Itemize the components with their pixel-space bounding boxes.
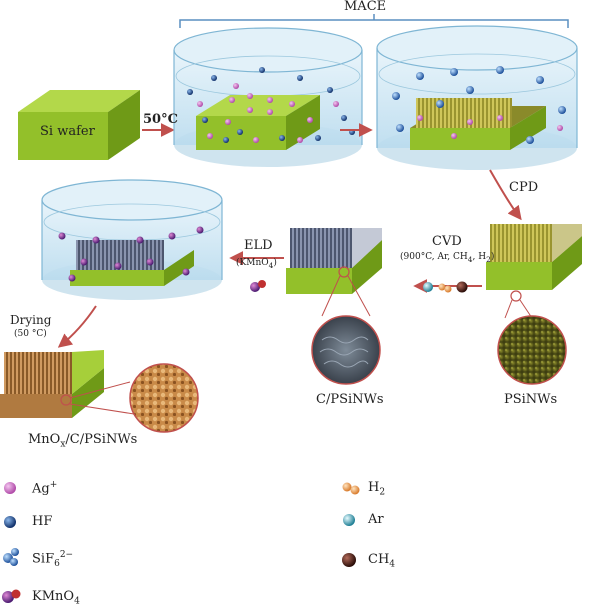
kmno4-reagent-icon [250, 280, 266, 292]
kmno4-particle [137, 237, 144, 244]
hf-particle [315, 135, 321, 141]
mnox-zoom [130, 364, 198, 432]
ag-particle [307, 117, 313, 123]
sif6-particle [496, 66, 504, 74]
kmno4-particle [183, 269, 190, 276]
psinws-label: PSiNWs [504, 392, 557, 407]
legend-sif6: SiF62− [32, 550, 73, 569]
ag-particle [451, 133, 457, 139]
hf-particle [187, 89, 193, 95]
cpd-label: CPD [509, 180, 538, 195]
legend-ar: Ar [368, 512, 384, 527]
ag-particle [267, 109, 273, 115]
cvd-gas-icons [423, 282, 468, 293]
ag-particle [267, 97, 273, 103]
kmno4-particle [197, 227, 204, 234]
ag-particle [247, 107, 253, 113]
legend-ch4: CH4 [368, 552, 395, 570]
sif6-particle [392, 92, 400, 100]
ag-particle [253, 137, 259, 143]
cvd-label: CVD [432, 234, 462, 249]
beaker-1 [174, 28, 362, 167]
ag-particle [197, 101, 203, 107]
temp-label: 50°C [143, 112, 178, 127]
sif6-particle [558, 106, 566, 114]
ag-particle [229, 97, 235, 103]
ag-particle [225, 119, 231, 125]
legend-kmno4: KMnO4 [32, 589, 80, 607]
kmno4-particle [81, 259, 88, 266]
ag-icon [4, 482, 16, 494]
sif6-particle [536, 76, 544, 84]
hf-icon [4, 516, 16, 528]
ch4-icon [342, 553, 356, 567]
psinws-zoom [498, 316, 566, 384]
arrow-drying [60, 306, 96, 346]
ar-icon [343, 514, 355, 526]
cvd-conditions: (900°C, Ar, CH4, H2) [400, 252, 494, 264]
ag-particle [417, 115, 423, 121]
sif6-particle [466, 86, 474, 94]
mace-label: MACE [344, 0, 386, 14]
hf-particle [211, 75, 217, 81]
sif6-particle [450, 68, 458, 76]
kmno4-icon [2, 590, 21, 604]
ag-particle [467, 119, 473, 125]
sif6-particle [396, 124, 404, 132]
mace-bracket [180, 14, 568, 28]
eld-label: ELD [244, 238, 273, 253]
ag-particle [557, 125, 563, 131]
ag-particle [333, 101, 339, 107]
sif6-icon [3, 548, 19, 566]
kmno4-particle [147, 259, 154, 266]
c-psinws-block [286, 228, 382, 384]
c-psinws-label: C/PSiNWs [316, 392, 384, 407]
hf-particle [223, 137, 229, 143]
legend-ag: Ag+ [32, 480, 57, 496]
beaker-2 [377, 26, 577, 170]
hf-particle [341, 115, 347, 121]
legend-hf: HF [32, 514, 52, 529]
sif6-particle [416, 72, 424, 80]
hf-particle [279, 135, 285, 141]
hf-particle [202, 117, 208, 123]
kmno4-particle [69, 275, 76, 282]
ag-particle [289, 101, 295, 107]
mnox-label: MnOx/C/PSiNWs [28, 432, 137, 450]
kmno4-particle [59, 233, 66, 240]
kmno4-particle [93, 237, 100, 244]
kmno4-particle [169, 233, 176, 240]
ag-particle [207, 133, 213, 139]
ag-particle [297, 137, 303, 143]
psinws-block [486, 224, 582, 384]
sif6-particle [526, 136, 534, 144]
drying-label: Drying [10, 313, 51, 327]
legend-h2: H2 [368, 480, 385, 498]
hf-particle [297, 75, 303, 81]
drying-temp: (50 °C) [14, 329, 47, 339]
h2-icon [343, 483, 360, 495]
eld-reagent: (KMnO4) [236, 258, 277, 270]
kmno4-particle [115, 263, 122, 270]
sif6-particle [436, 100, 444, 108]
mnox-block [0, 350, 198, 432]
beaker-3 [42, 180, 222, 300]
ag-particle [247, 93, 253, 99]
legend-icons [2, 482, 360, 603]
ag-particle [233, 83, 239, 89]
si-wafer-label: Si wafer [40, 124, 95, 139]
ag-particle [497, 115, 503, 121]
hf-particle [327, 87, 333, 93]
hf-particle [237, 129, 243, 135]
hf-particle [259, 67, 265, 73]
c-psinws-zoom [312, 316, 380, 384]
